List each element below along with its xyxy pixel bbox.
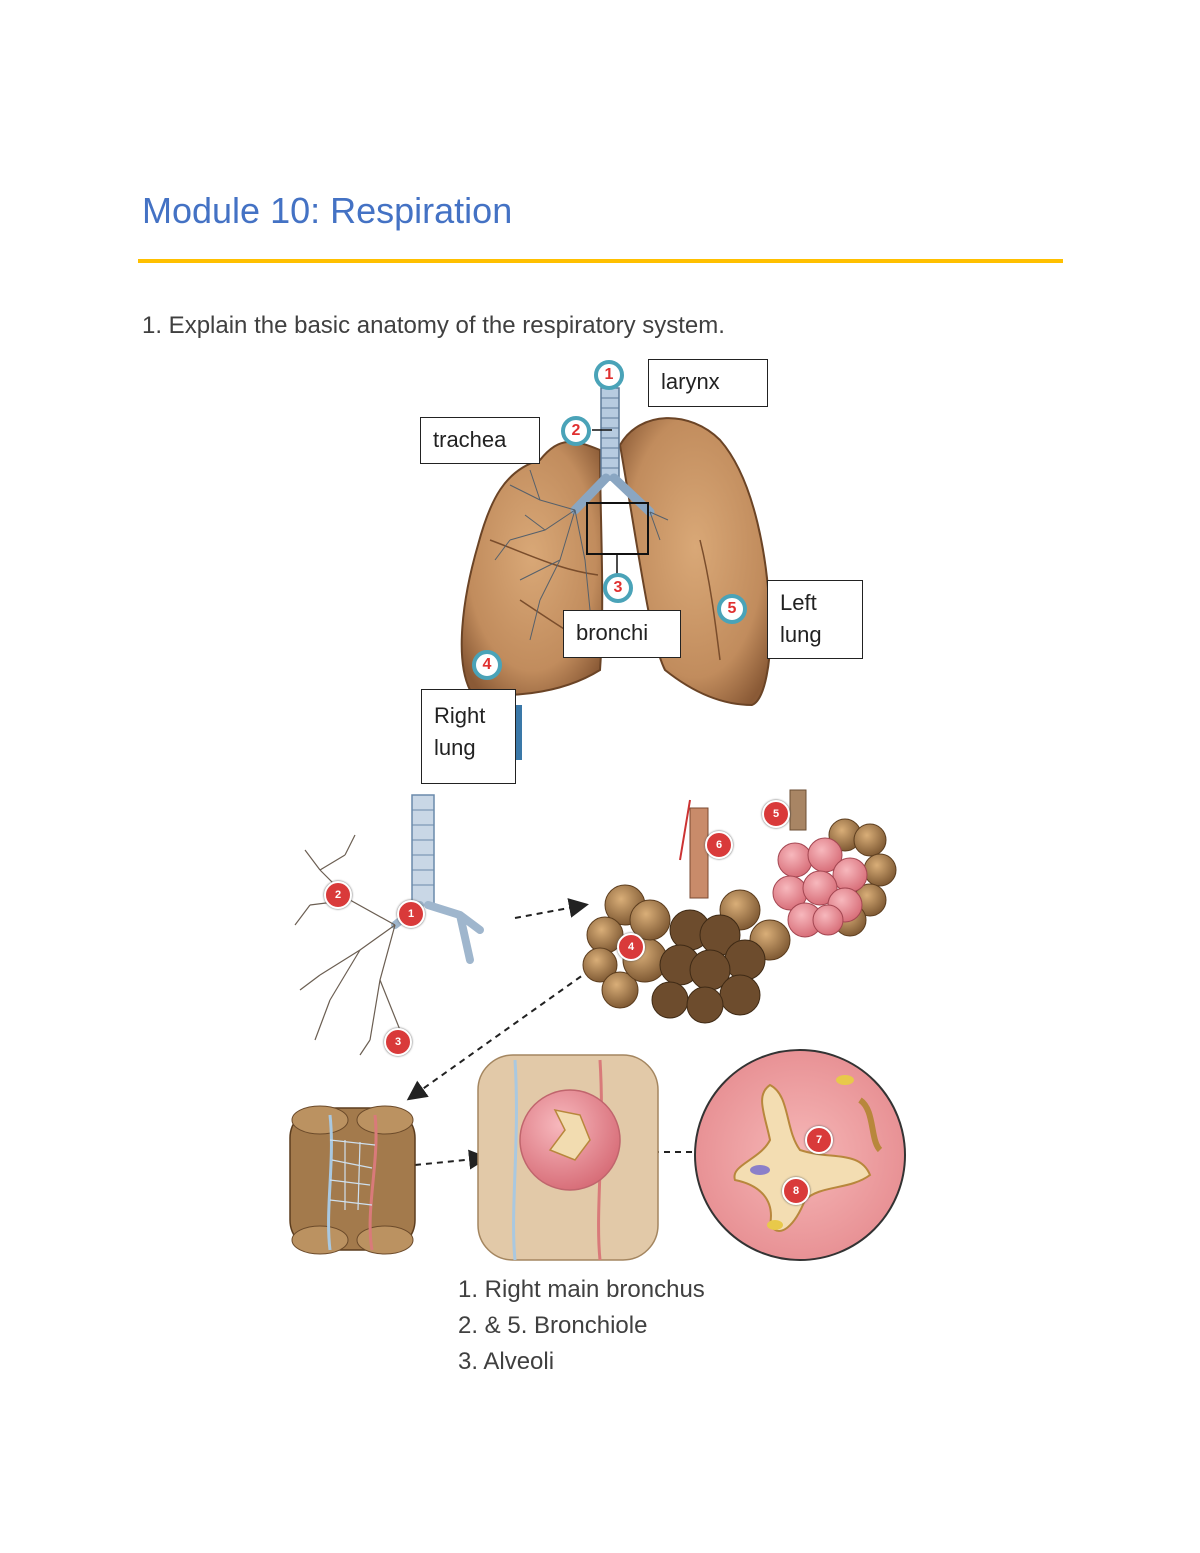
label-trachea-text: trachea: [433, 427, 507, 452]
label-right-lung: Right lung: [421, 689, 516, 784]
detail-marker-3: 3: [384, 1028, 412, 1056]
detail-marker-1: 1: [397, 900, 425, 928]
legend: 1. Right main bronchus 2. & 5. Bronchiol…: [458, 1272, 705, 1380]
title-rule: [138, 259, 1063, 263]
detail-marker-4: 4: [617, 933, 645, 961]
label-left-lung-line2: lung: [780, 621, 822, 647]
label-larynx-text: larynx: [661, 369, 720, 394]
label-left-lung-line1: Left: [780, 590, 817, 615]
marker-2: 2: [561, 416, 591, 446]
label-larynx: larynx: [648, 359, 768, 407]
marker-5: 5: [717, 594, 747, 624]
detail-marker-2: 2: [324, 881, 352, 909]
question-1: 1. Explain the basic anatomy of the resp…: [142, 312, 725, 339]
detail-marker-5: 5: [762, 800, 790, 828]
marker-3: 3: [603, 573, 633, 603]
detail-marker-7: 7: [805, 1126, 833, 1154]
label-trachea: trachea: [420, 417, 540, 464]
page-title: Module 10: Respiration: [142, 190, 513, 231]
marker-1: 1: [594, 360, 624, 390]
detail-marker-8: 8: [782, 1177, 810, 1205]
legend-item-3: 3. Alveoli: [458, 1348, 555, 1375]
detail-marker-6: 6: [705, 831, 733, 859]
legend-item-2: 2. & 5. Bronchiole: [458, 1312, 648, 1339]
label-right-lung-line2: lung: [434, 734, 476, 760]
marker-4: 4: [472, 650, 502, 680]
legend-item-1: 1. Right main bronchus: [458, 1276, 705, 1303]
label-bronchi-text: bronchi: [576, 620, 649, 645]
label-bronchi: bronchi: [563, 610, 681, 658]
label-left-lung: Left lung: [767, 580, 863, 659]
label-right-lung-line1: Right: [434, 703, 486, 728]
